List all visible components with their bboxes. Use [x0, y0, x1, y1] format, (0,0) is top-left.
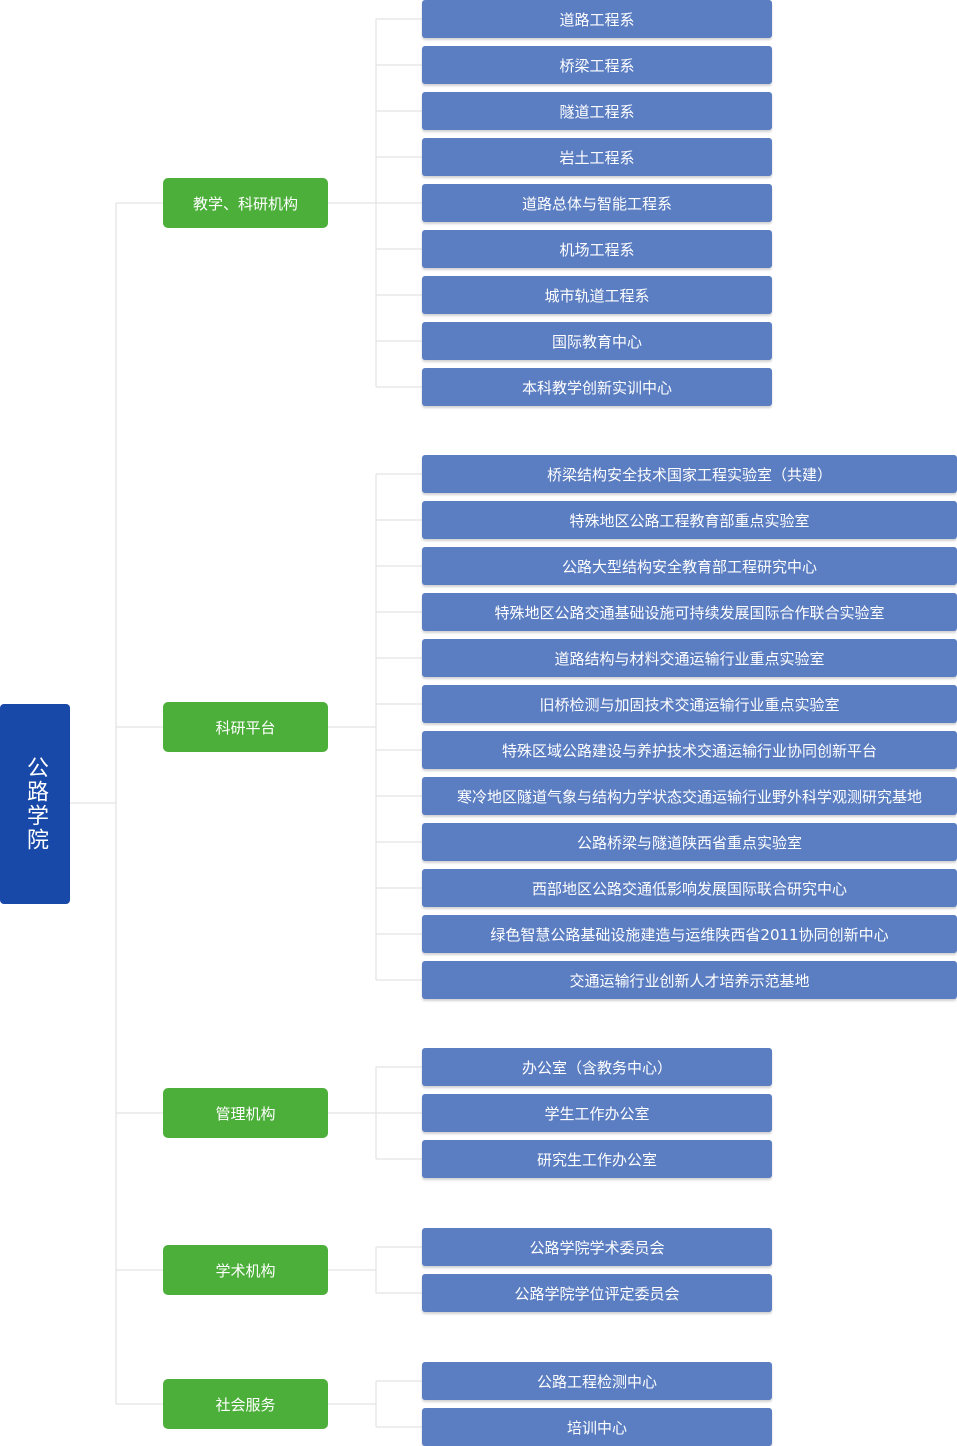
leaf-node: 本科教学创新实训中心: [422, 368, 772, 406]
category-node: 学术机构: [163, 1245, 328, 1295]
root-node: 公路学院: [0, 704, 70, 904]
category-node: 管理机构: [163, 1088, 328, 1138]
leaf-node: 特殊地区公路交通基础设施可持续发展国际合作联合实验室: [422, 593, 957, 631]
category-node: 科研平台: [163, 702, 328, 752]
category-node: 教学、科研机构: [163, 178, 328, 228]
leaf-node: 寒冷地区隧道气象与结构力学状态交通运输行业野外科学观测研究基地: [422, 777, 957, 815]
leaf-node: 旧桥检测与加固技术交通运输行业重点实验室: [422, 685, 957, 723]
leaf-node: 桥梁结构安全技术国家工程实验室（共建）: [422, 455, 957, 493]
leaf-node: 西部地区公路交通低影响发展国际联合研究中心: [422, 869, 957, 907]
leaf-node: 研究生工作办公室: [422, 1140, 772, 1178]
leaf-node: 城市轨道工程系: [422, 276, 772, 314]
leaf-node: 机场工程系: [422, 230, 772, 268]
leaf-node: 公路大型结构安全教育部工程研究中心: [422, 547, 957, 585]
leaf-node: 桥梁工程系: [422, 46, 772, 84]
category-node: 社会服务: [163, 1379, 328, 1429]
leaf-node: 绿色智慧公路基础设施建造与运维陕西省2011协同创新中心: [422, 915, 957, 953]
leaf-node: 办公室（含教务中心）: [422, 1048, 772, 1086]
leaf-node: 培训中心: [422, 1408, 772, 1446]
leaf-node: 特殊区域公路建设与养护技术交通运输行业协同创新平台: [422, 731, 957, 769]
leaf-node: 公路学院学位评定委员会: [422, 1274, 772, 1312]
leaf-node: 学生工作办公室: [422, 1094, 772, 1132]
leaf-node: 特殊地区公路工程教育部重点实验室: [422, 501, 957, 539]
leaf-node: 道路结构与材料交通运输行业重点实验室: [422, 639, 957, 677]
leaf-node: 公路工程检测中心: [422, 1362, 772, 1400]
leaf-node: 公路桥梁与隧道陕西省重点实验室: [422, 823, 957, 861]
leaf-node: 公路学院学术委员会: [422, 1228, 772, 1266]
leaf-node: 道路工程系: [422, 0, 772, 38]
leaf-node: 道路总体与智能工程系: [422, 184, 772, 222]
leaf-node: 交通运输行业创新人才培养示范基地: [422, 961, 957, 999]
leaf-node: 岩土工程系: [422, 138, 772, 176]
leaf-node: 隧道工程系: [422, 92, 772, 130]
leaf-node: 国际教育中心: [422, 322, 772, 360]
